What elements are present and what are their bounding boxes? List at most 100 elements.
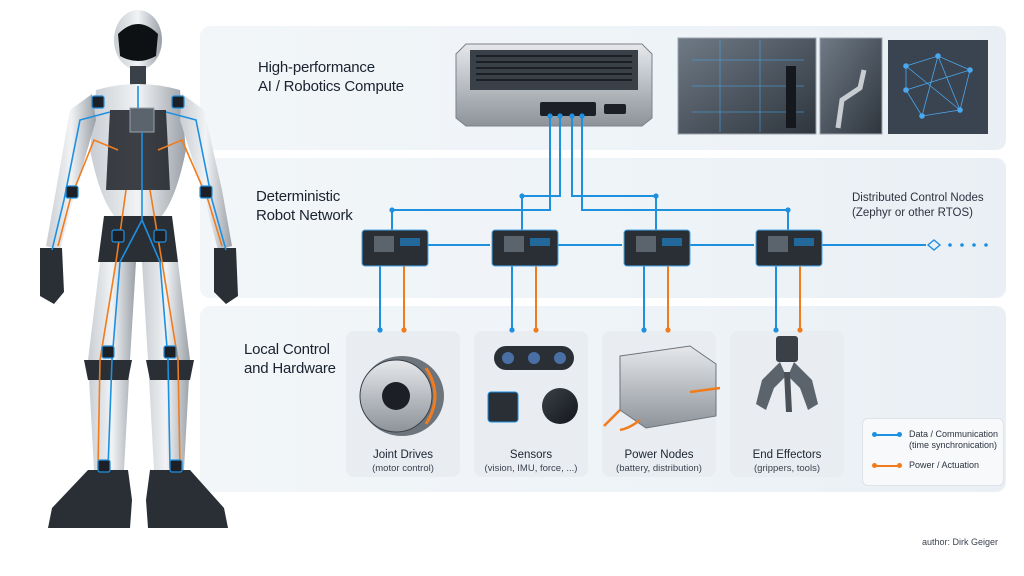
end-effector-illustration: [756, 336, 818, 412]
robot-left-knee: [84, 360, 132, 380]
power-node-output-cable: [689, 386, 721, 394]
neural-net-node: [957, 107, 963, 113]
junction-dot: [641, 327, 647, 333]
junction-dot: [773, 327, 779, 333]
distributed-nodes-label-line1: Distributed Control Nodes: [852, 192, 984, 204]
junction-dot: [509, 327, 515, 333]
robot-left-foot: [48, 470, 132, 528]
robot-left-arm: [46, 94, 96, 250]
robot-joint-module: [101, 345, 115, 359]
compute-unit-port-panel: [540, 102, 596, 116]
compute-unit: [455, 43, 653, 127]
compute-tier-label: High-performance AI / Robotics Compute: [258, 58, 404, 96]
ellipsis-dot: [948, 243, 952, 247]
junction-dot: [401, 327, 407, 333]
card-end-effectors-title: End Effectors: [752, 449, 822, 461]
compute-tier-label-line2: AI / Robotics Compute: [258, 78, 404, 95]
local-tier-label-line1: Local Control: [244, 341, 330, 358]
robot-joint-module: [65, 185, 79, 199]
junction-dot: [665, 327, 671, 333]
data-line-node-2: [521, 116, 561, 232]
bus-continuation: [926, 239, 988, 251]
power-junctions: [401, 327, 803, 333]
data-drop-lines: [379, 266, 777, 330]
robot-left-hand: [40, 248, 64, 304]
data-line-node-1: [391, 116, 551, 232]
robot-joint-module: [153, 229, 167, 243]
bus-connector-icon: [926, 239, 942, 251]
joint-drive-illustration: [359, 356, 444, 436]
control-node-connector: [400, 238, 420, 246]
local-tier-label-line2: and Hardware: [244, 360, 336, 377]
power-node-cables: [603, 409, 641, 432]
junction-dot: [569, 113, 575, 119]
control-node-1: [361, 229, 429, 267]
legend-data-swatch: [872, 432, 902, 437]
control-node-chip: [636, 236, 656, 252]
control-node-board: [755, 229, 823, 267]
camera-lens: [528, 352, 540, 364]
joint-drive-hub: [382, 382, 410, 410]
distributed-nodes-label: Distributed Control Nodes (Zephyr or oth…: [852, 191, 984, 221]
control-node-chip: [374, 236, 394, 252]
control-node-board: [361, 229, 429, 267]
junction-dot: [377, 327, 383, 333]
robot-joint-module: [169, 459, 183, 473]
junction-dot: [547, 113, 553, 119]
robot-joint-module: [111, 229, 125, 243]
neural-net-node: [903, 63, 909, 69]
robot-right-foot: [146, 470, 228, 528]
robot-neck: [130, 66, 146, 86]
control-node-4: [755, 229, 823, 267]
legend: Data / Communication (time synchronicati…: [862, 418, 1004, 486]
robot-joint-module: [171, 95, 185, 109]
neural-net-node: [935, 53, 941, 59]
control-node-connector: [794, 238, 814, 246]
author-credit: author: Dirk Geiger: [922, 537, 999, 547]
junction-dot: [557, 113, 563, 119]
network-tier-band: [200, 158, 1006, 298]
local-tier-label: Local Control and Hardware: [244, 340, 336, 378]
neural-net-node: [967, 67, 973, 73]
legend-data-sublabel: (time synchronication): [909, 440, 998, 450]
camera-lens: [554, 352, 566, 364]
imu-module: [487, 391, 519, 423]
card-sensors-title: Sensors: [509, 449, 553, 461]
robot-power-wiring: [57, 138, 223, 469]
screen-robot-arm: [835, 69, 867, 129]
humanoid-robot: [40, 10, 238, 528]
data-line-node-4: [581, 116, 789, 232]
power-lines: [403, 266, 801, 330]
screen-robot-arm-view: [819, 37, 883, 135]
screen-person-silhouette: [786, 66, 796, 128]
legend-data-text: Data / Communication (time synchronicati…: [909, 429, 998, 451]
screen-grid-overlay: [692, 40, 804, 132]
robot-data-wiring: [51, 86, 227, 469]
compute-unit-fins: [476, 55, 632, 81]
compute-tier-label-line1: High-performance: [258, 59, 375, 76]
robot-joint-module: [91, 95, 105, 109]
robot-visor: [118, 24, 158, 61]
junction-dot: [797, 327, 803, 333]
control-node-connector: [530, 238, 550, 246]
card-power-nodes-title: Power Nodes: [624, 449, 694, 461]
network-tier-label-line2: Robot Network: [256, 207, 353, 224]
card-sensors-subtitle: (vision, IMU, force, ...): [484, 463, 578, 474]
network-tier-label-line1: Deterministic: [256, 188, 341, 205]
robot-joint-module: [163, 345, 177, 359]
legend-power-label: Power / Actuation: [909, 460, 980, 470]
ellipsis-dot: [984, 243, 988, 247]
force-sensor: [542, 388, 578, 424]
control-node-connector: [662, 238, 682, 246]
robot-right-knee: [146, 360, 194, 380]
distributed-nodes-label-line2: (Zephyr or other RTOS): [852, 207, 974, 219]
data-line-node-3: [571, 116, 657, 232]
card-joint-drives-title: Joint Drives: [372, 449, 434, 461]
control-node-3: [623, 229, 691, 267]
junction-dot: [389, 207, 395, 213]
joint-drive-ring: [424, 367, 437, 425]
control-node-board: [491, 229, 559, 267]
neural-net-node: [919, 113, 925, 119]
